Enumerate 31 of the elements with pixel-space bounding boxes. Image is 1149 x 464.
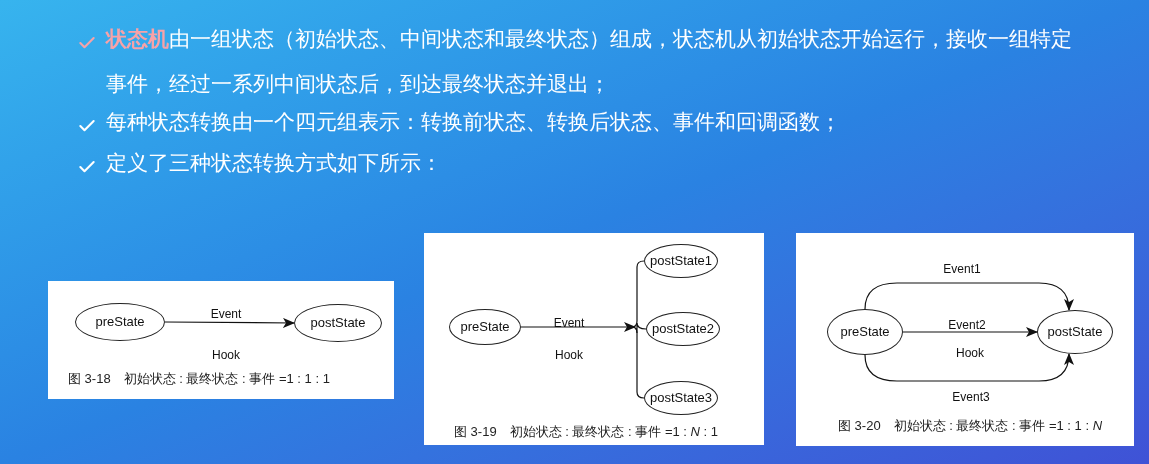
state-name: postState3 xyxy=(649,389,713,408)
state-name: postState1 xyxy=(649,252,713,271)
edge-label: Event1 xyxy=(943,261,981,278)
edge-label: Event2 xyxy=(948,317,986,334)
hook-label: Hook xyxy=(212,347,240,364)
state-name: postState2 xyxy=(651,320,715,339)
edge-label: Event xyxy=(210,306,242,323)
figure-caption: 图 3-18 初始状态 : 最终状态 : 事件 =1 : 1 : 1 xyxy=(68,370,330,388)
bracket-branch xyxy=(631,326,645,399)
state-name: preState xyxy=(840,323,890,342)
arrow xyxy=(164,317,295,328)
arrow xyxy=(902,327,1038,337)
hook-label: Hook xyxy=(555,347,583,364)
state-name: postState xyxy=(1047,323,1103,342)
bracket-branch xyxy=(631,260,645,328)
figure-panel xyxy=(424,233,764,445)
bullet-text: 每种状态转换由一个四元组表示：转换前状态、转换后状态、事件和回调函数； xyxy=(106,109,842,135)
figure-caption: 图 3-20 初始状态 : 最终状态 : 事件 =1 : 1 : N xyxy=(838,417,1103,435)
state-name: preState xyxy=(95,313,145,332)
figure-panel xyxy=(796,233,1134,446)
edge-label: Event xyxy=(553,315,585,332)
bullet-text: 定义了三种状态转换方式如下所示： xyxy=(106,150,443,176)
state-name: postState xyxy=(310,314,366,333)
figure-panel xyxy=(48,281,394,399)
edge-label: Event3 xyxy=(952,389,990,406)
figure-caption: 图 3-19 初始状态 : 最终状态 : 事件 =1 : N : 1 xyxy=(454,423,719,441)
state-name: preState xyxy=(460,318,510,337)
hook-label: Hook xyxy=(956,345,984,362)
bullet-text: 状态机由一组状态（初始状态、中间状态和最终状态）组成，状态机从初始状态开始运行，接收一组特定事件，经过一系列中间状态后，到达最终状态并退出； xyxy=(106,26,1073,97)
arrow xyxy=(864,353,1074,382)
arrow xyxy=(864,282,1074,311)
